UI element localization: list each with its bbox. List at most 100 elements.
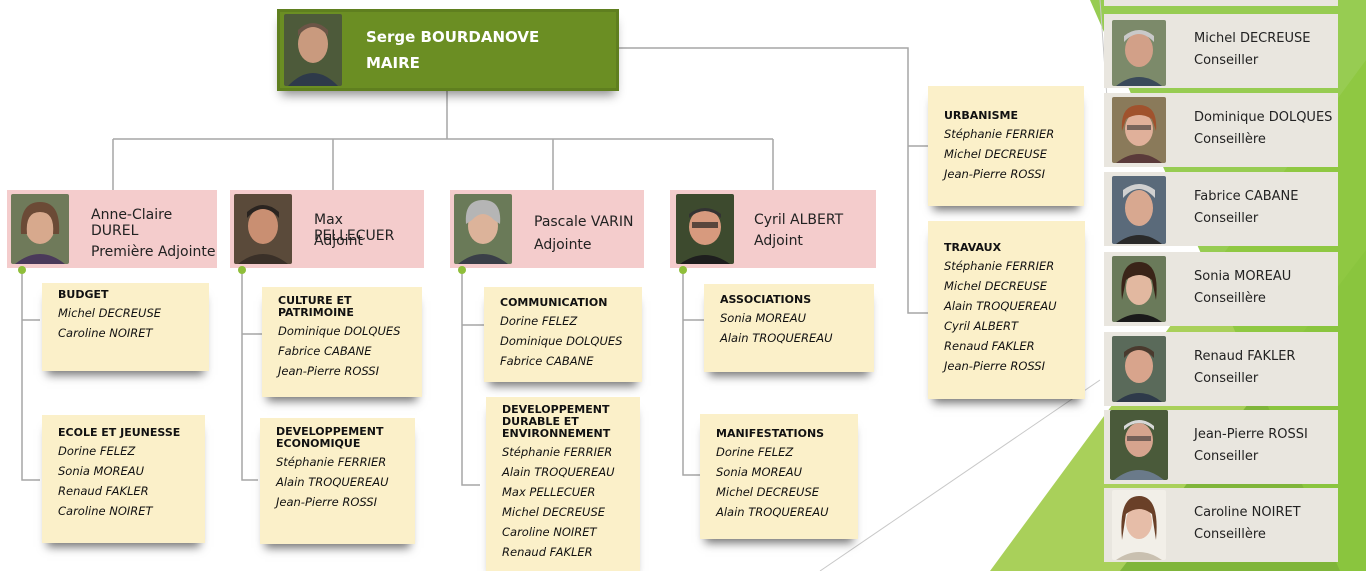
mayor-box: Serge BOURDANOVE MAIRE	[277, 9, 619, 91]
connector-dot	[18, 266, 26, 274]
member-name: Dominique DOLQUES	[500, 334, 623, 348]
member-name: Max PELLECUER	[502, 485, 596, 499]
member-name: Caroline NOIRET	[502, 525, 597, 539]
commission-note: DEVELOPPEMENT DURABLE ET ENVIRONNEMENT S…	[486, 397, 640, 571]
commission-title: COMMUNICATION	[500, 296, 608, 309]
mayor-name: Serge BOURDANOVE	[366, 28, 540, 46]
conseiller-role: Conseiller	[1194, 449, 1259, 464]
member-name: Stéphanie FERRIER	[276, 455, 387, 469]
member-name: Sonia MOREAU	[720, 311, 807, 325]
connector-dot	[238, 266, 246, 274]
commission-title: TRAVAUX	[944, 241, 1002, 254]
conseiller-card: Sonia MOREAU Conseillère	[1104, 252, 1338, 326]
member-name: Michel DECREUSE	[944, 279, 1048, 293]
conseiller-photo	[1112, 176, 1166, 244]
member-name: Stéphanie FERRIER	[944, 127, 1055, 141]
member-name: Jean-Pierre ROSSI	[276, 495, 377, 509]
commission-title: URBANISME	[944, 109, 1018, 122]
member-name: Dorine FELEZ	[58, 444, 136, 458]
conseiller-name: Renaud FAKLER	[1194, 349, 1296, 364]
commission-title: MANIFESTATIONS	[716, 427, 825, 440]
adjoint-card: Max PELLECUER Adjoint	[230, 190, 424, 268]
conseiller-card-partial	[1104, 0, 1338, 6]
member-name: Dominique DOLQUES	[278, 324, 401, 338]
conseiller-name: Sonia MOREAU	[1194, 269, 1292, 284]
mayor-photo	[284, 14, 342, 86]
adjoint-photo	[676, 194, 734, 264]
commission-title: DEVELOPPEMENT ECONOMIQUE	[276, 425, 384, 450]
adjoint-photo	[234, 194, 292, 264]
commission-note: COMMUNICATION Dorine FELEZ Dominique DOL…	[484, 287, 642, 382]
member-name: Alain TROQUEREAU	[720, 331, 833, 345]
commission-title: ECOLE ET JEUNESSE	[58, 426, 181, 439]
member-name: Stéphanie FERRIER	[944, 259, 1055, 273]
member-name: Dorine FELEZ	[500, 314, 578, 328]
member-name: Renaud FAKLER	[502, 545, 593, 559]
member-name: Alain TROQUEREAU	[944, 299, 1057, 313]
adjoint-photo	[11, 194, 69, 264]
conseiller-name: Dominique DOLQUES	[1194, 110, 1333, 125]
conseiller-role: Conseillère	[1194, 291, 1266, 306]
member-name: Michel DECREUSE	[944, 147, 1048, 161]
member-name: Michel DECREUSE	[58, 306, 162, 320]
conseiller-card: Dominique DOLQUES Conseillère	[1104, 93, 1338, 167]
conseiller-card: Renaud FAKLER Conseiller	[1104, 332, 1338, 406]
adjoint-role: Adjointe	[534, 237, 592, 253]
conseiller-card: Michel DECREUSE Conseiller	[1104, 14, 1338, 88]
adjoint-card: Anne-Claire DUREL Première Adjointe	[7, 190, 217, 268]
member-name: Jean-Pierre ROSSI	[278, 364, 379, 378]
commission-note: ECOLE ET JEUNESSE Dorine FELEZ Sonia MOR…	[42, 415, 205, 543]
conseiller-role: Conseillère	[1194, 527, 1266, 542]
adjoint-role: Première Adjointe	[91, 244, 216, 260]
member-name: Stéphanie FERRIER	[502, 445, 613, 459]
conseiller-photo	[1112, 20, 1166, 86]
conseiller-photo	[1110, 410, 1168, 480]
adjoint-role: Adjoint	[314, 233, 363, 249]
conseiller-role: Conseillère	[1194, 132, 1266, 147]
conseiller-role: Conseiller	[1194, 211, 1259, 226]
adjoint-card: Cyril ALBERT Adjoint	[670, 190, 876, 268]
adjoint-name: Cyril ALBERT	[754, 212, 844, 228]
member-name: Dorine FELEZ	[716, 445, 794, 459]
member-name: Cyril ALBERT	[944, 319, 1019, 333]
member-name: Renaud FAKLER	[944, 339, 1035, 353]
member-name: Michel DECREUSE	[502, 505, 606, 519]
member-name: Caroline NOIRET	[58, 326, 153, 340]
conseiller-photo	[1112, 336, 1166, 402]
member-name: Fabrice CABANE	[278, 344, 372, 358]
conseiller-card: Jean-Pierre ROSSI Conseiller	[1104, 410, 1338, 484]
conseiller-photo	[1112, 256, 1166, 322]
member-name: Sonia MOREAU	[58, 464, 145, 478]
conseiller-card: Caroline NOIRET Conseillère	[1104, 488, 1338, 562]
commission-note: URBANISME Stéphanie FERRIER Michel DECRE…	[928, 86, 1084, 206]
member-name: Alain TROQUEREAU	[716, 505, 829, 519]
commission-note: ASSOCIATIONS Sonia MOREAU Alain TROQUERE…	[704, 284, 874, 372]
conseiller-role: Conseiller	[1194, 53, 1259, 68]
adjoint-name: Anne-Claire DUREL	[91, 207, 173, 239]
member-name: Fabrice CABANE	[500, 354, 594, 368]
commission-title: CULTURE ET PATRIMOINE	[278, 294, 354, 319]
conseiller-name: Jean-Pierre ROSSI	[1194, 427, 1308, 442]
member-name: Renaud FAKLER	[58, 484, 149, 498]
commission-note: DEVELOPPEMENT ECONOMIQUE Stéphanie FERRI…	[260, 418, 415, 544]
commission-title: ASSOCIATIONS	[720, 293, 812, 306]
conseiller-name: Michel DECREUSE	[1194, 31, 1311, 46]
conseiller-photo	[1112, 490, 1166, 560]
adjoint-role: Adjoint	[754, 233, 803, 249]
conseiller-card: Fabrice CABANE Conseiller	[1104, 172, 1338, 246]
commission-title: BUDGET	[58, 288, 109, 301]
member-name: Michel DECREUSE	[716, 485, 820, 499]
member-name: Alain TROQUEREAU	[276, 475, 389, 489]
connector-dot	[679, 266, 687, 274]
adjoint-name: Pascale VARIN	[534, 214, 634, 230]
commission-title: DEVELOPPEMENT DURABLE ET ENVIRONNEMENT	[502, 403, 611, 440]
mayor-role: MAIRE	[366, 54, 420, 72]
member-name: Caroline NOIRET	[58, 504, 153, 518]
member-name: Alain TROQUEREAU	[502, 465, 615, 479]
adjoint-card: Pascale VARIN Adjointe	[450, 190, 644, 268]
conseiller-name: Caroline NOIRET	[1194, 505, 1301, 520]
conseiller-name: Fabrice CABANE	[1194, 189, 1299, 204]
commission-note: TRAVAUX Stéphanie FERRIER Michel DECREUS…	[928, 221, 1085, 399]
connector-dot	[458, 266, 466, 274]
